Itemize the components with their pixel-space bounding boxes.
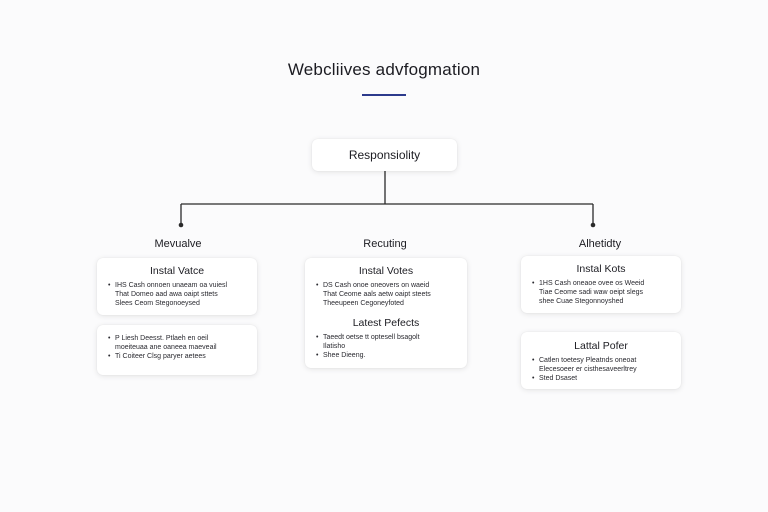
card-line: P Liesh Deesst. Ptlaeh en oeil xyxy=(107,334,247,343)
title-underline xyxy=(362,94,406,96)
column-label-right: Alhetidty xyxy=(578,238,622,250)
card-line: Sted Dsaset xyxy=(531,374,671,383)
right-card-1: Instal Kots 1HS Cash oneaoe ovee os Weei… xyxy=(521,256,681,313)
card-title: Lattal Pofer xyxy=(574,340,628,352)
branch-right-dot xyxy=(590,222,596,228)
left-card-2: P Liesh Deesst. Ptlaeh en oeil moeiteuaa… xyxy=(97,325,257,375)
column-label-center: Recuting xyxy=(363,238,407,250)
card-line: Shee Dieeng. xyxy=(315,351,457,360)
card-line: Slees Ceom Stegonoeysed xyxy=(115,300,200,307)
card-line: Elecesoeer er cisthesaveerltrey xyxy=(539,366,637,373)
card-subtitle: Latest Pefects xyxy=(352,317,420,329)
card-line: Ilatisho xyxy=(323,343,346,350)
card-line: Ti Coiteer Clsg paryer aetees xyxy=(107,352,247,361)
card-title: Instal Kots xyxy=(576,263,626,275)
root-node: Responsiolity xyxy=(312,139,457,171)
card-line: That Domeo aad awa oaipt sttets xyxy=(115,291,218,298)
right-card-2: Lattal Pofer Catlen toetesy Pleatnds one… xyxy=(521,332,681,389)
column-label-left: Mevualve xyxy=(154,238,202,250)
card-line: moeiteuaa ane oaneea maeveail xyxy=(115,344,217,351)
branch-left-dot xyxy=(178,222,184,228)
card-line: shee Cuae Stegonnoyshed xyxy=(539,298,624,305)
card-title: Instal Vatce xyxy=(149,265,205,277)
card-line: DS Cash onoe oneovers on waeid xyxy=(315,281,457,290)
card-line: That Ceome aals aetw oaipt steets xyxy=(323,291,431,298)
card-line: Tiae Ceome sadi waw oeipt slegs xyxy=(539,289,644,296)
center-card: Instal Votes DS Cash onoe oneovers on wa… xyxy=(305,258,467,368)
left-card-1: Instal Vatce IHS Cash onnoen unaeam oa v… xyxy=(97,258,257,315)
card-title: Instal Votes xyxy=(358,265,414,277)
root-node-label: Responsiolity xyxy=(348,148,421,162)
card-line: Theeupeen Cegoneyfoted xyxy=(323,300,404,307)
diagram-title: Webcliives advfogmation xyxy=(287,60,481,79)
card-line: Taeedt oetse tt optesell bsagolt xyxy=(315,333,457,342)
card-line: 1HS Cash oneaoe ovee os Weeid xyxy=(531,279,671,288)
card-line: Catlen toetesy Pleatnds oneoat xyxy=(531,356,671,365)
card-line: IHS Cash onnoen unaeam oa vuiesl xyxy=(107,281,247,290)
